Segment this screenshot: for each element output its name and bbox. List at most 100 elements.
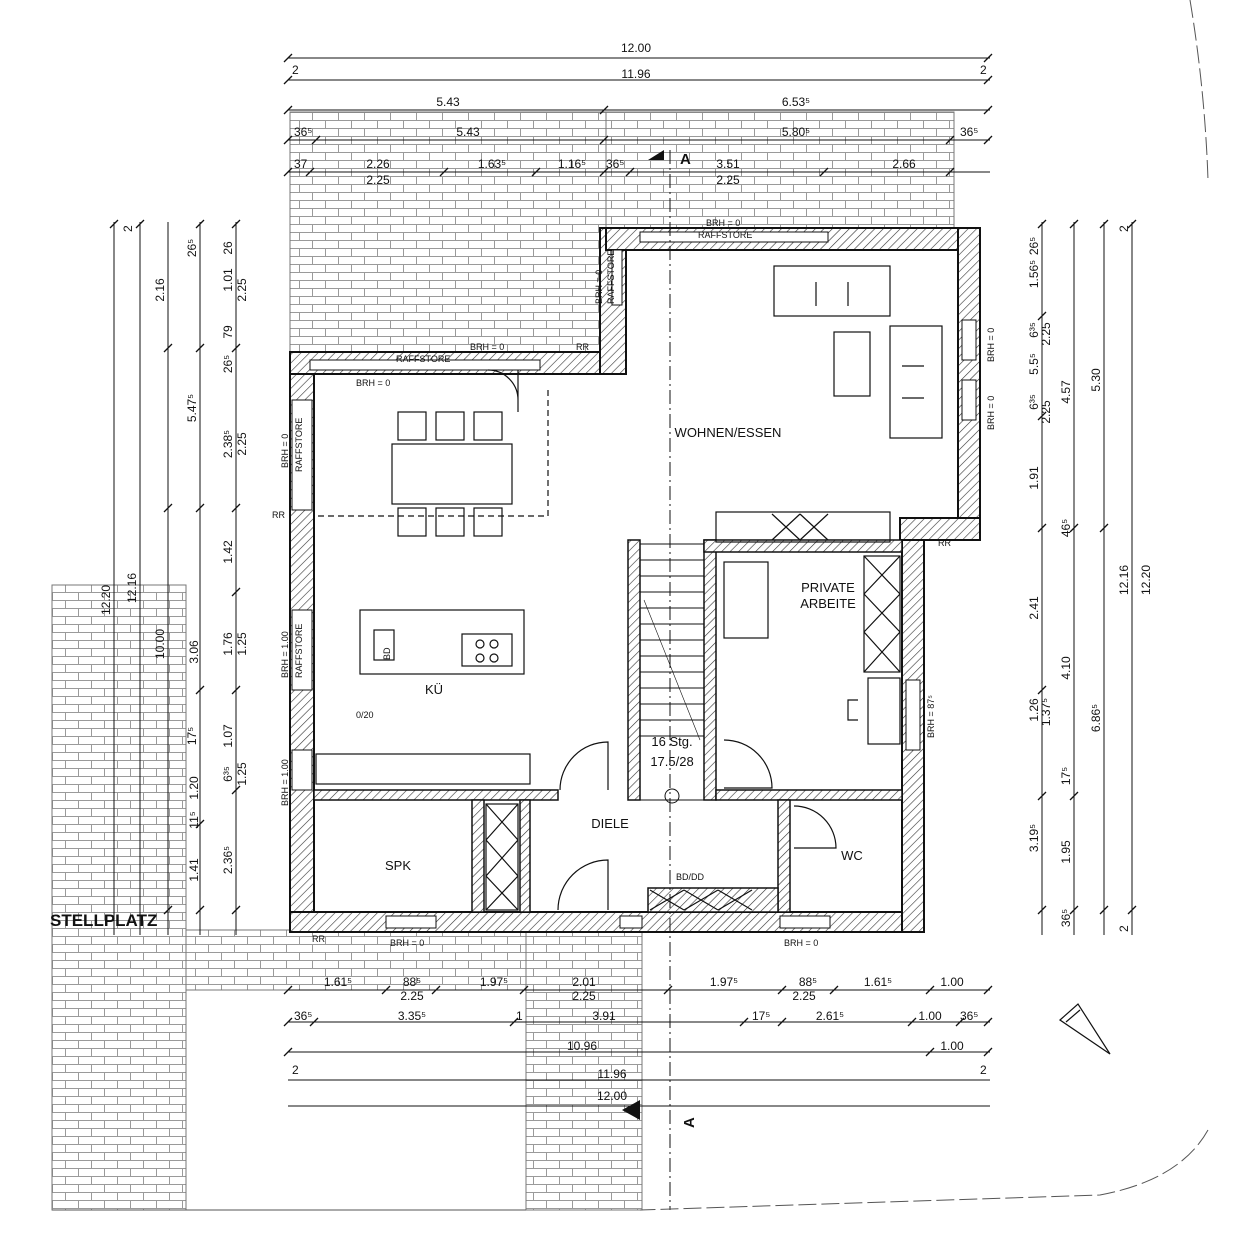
dim-value: 2.25 bbox=[235, 278, 249, 302]
dim-edge: 2 bbox=[1117, 925, 1131, 932]
dim-value: 12.20 bbox=[1139, 565, 1153, 595]
dim-value: 2.36⁵ bbox=[221, 846, 235, 874]
raffstore-note: RAFFSTORE bbox=[294, 624, 304, 678]
dim-value: 5.5⁵ bbox=[1027, 353, 1041, 375]
dim-value: 12.20 bbox=[99, 585, 113, 615]
window-notes: BRH = 0 RAFFSTORE RAFFSTORE BRH = 0 BRH … bbox=[272, 218, 996, 948]
office-furniture bbox=[723, 555, 901, 745]
dim-value: 2.01 bbox=[572, 975, 596, 989]
dim-value: 2.25 bbox=[400, 989, 424, 1003]
room-label-wohnen-essen: WOHNEN/ESSEN bbox=[675, 425, 782, 440]
brh-note: BRH = 0 bbox=[784, 938, 818, 948]
raffstore-note: RAFFSTORE bbox=[698, 230, 752, 240]
dim-value: 2.41 bbox=[1027, 596, 1041, 620]
chair bbox=[473, 507, 503, 537]
dim-value: 1.97⁵ bbox=[480, 975, 508, 989]
dim-value: 10.96 bbox=[567, 1039, 597, 1053]
raffstore-note: RAFFSTORE bbox=[396, 354, 450, 364]
dim-value: 4.57 bbox=[1059, 380, 1073, 404]
dim-value: 5.47⁵ bbox=[185, 394, 199, 422]
burner bbox=[489, 653, 499, 663]
dim-value: 2.25 bbox=[366, 173, 390, 187]
dim-value: 2.66 bbox=[892, 157, 916, 171]
dim-value: 2.25 bbox=[1039, 322, 1053, 346]
dim-value: 6³⁵ bbox=[1027, 394, 1041, 410]
brh-note: BRH = 0 bbox=[470, 342, 504, 352]
dim-value: 46⁵ bbox=[1059, 519, 1073, 537]
raffstore-note: RAFFSTORE bbox=[606, 250, 616, 304]
windows bbox=[291, 231, 977, 929]
dims-top: 12.00 11.96 2 2 5.43 6.53⁵ 36⁵ 5.43 5.80… bbox=[292, 41, 987, 187]
dim-value: 1.97⁵ bbox=[710, 975, 738, 989]
sofa bbox=[773, 265, 891, 317]
kitchen-furniture bbox=[315, 609, 531, 785]
dim-value: 10.00 bbox=[153, 629, 167, 659]
brh-note: BRH = 0 bbox=[706, 218, 740, 228]
dim-value: 79 bbox=[221, 325, 235, 339]
dim-value: 26⁵ bbox=[1027, 237, 1041, 255]
dining-table bbox=[391, 443, 513, 505]
dim-value: 1.95 bbox=[1059, 840, 1073, 864]
dim-value: 1.00 bbox=[940, 975, 964, 989]
dim-value: 3.91 bbox=[592, 1009, 616, 1023]
burner bbox=[475, 653, 485, 663]
brh-note: BRH = 0 bbox=[390, 938, 424, 948]
brh-note: BRH = 0 bbox=[356, 378, 390, 388]
dim-value: 1.00 bbox=[940, 1039, 964, 1053]
dim-value: 36⁵ bbox=[294, 125, 312, 139]
chair bbox=[397, 411, 427, 441]
dim-value: 2.38⁵ bbox=[221, 430, 235, 458]
terrace-paving bbox=[289, 111, 955, 353]
rr-note: RR bbox=[312, 934, 325, 944]
dim-value: 5.80⁵ bbox=[782, 125, 810, 139]
dim-value: 1.91 bbox=[1027, 466, 1041, 490]
dim-edge: 2 bbox=[292, 1063, 299, 1077]
room-label-spk: SPK bbox=[385, 858, 411, 873]
stellplatz-paving bbox=[51, 584, 643, 1211]
interior-walls bbox=[313, 539, 903, 913]
dim-value: 2.16 bbox=[153, 278, 167, 302]
living-furniture bbox=[715, 265, 943, 543]
dim-value: 1.26 bbox=[1027, 698, 1041, 722]
dim-value: 36⁵ bbox=[606, 157, 624, 171]
coffee-table bbox=[833, 331, 871, 397]
dim-value: 1.63⁵ bbox=[478, 157, 506, 171]
dim-value: 2.26 bbox=[366, 157, 390, 171]
brh-note: BRH = 1.00 bbox=[280, 631, 290, 678]
dim-value: 88⁵ bbox=[799, 975, 817, 989]
dim-value: 1.25 bbox=[235, 762, 249, 786]
brh-note: BRH = 0 bbox=[986, 396, 996, 430]
rr-note: RR bbox=[272, 510, 285, 520]
room-label-private: PRIVATE bbox=[801, 580, 855, 595]
dim-value: 1.00 bbox=[918, 1009, 942, 1023]
chair bbox=[435, 411, 465, 441]
stairs-ratio: 17.5/28 bbox=[650, 754, 693, 769]
dim-value: 12.16 bbox=[125, 573, 139, 603]
dim-inner-width: 11.96 bbox=[621, 67, 650, 81]
dimension-lines bbox=[113, 57, 1133, 1107]
dim-value: 6³⁵ bbox=[1027, 322, 1041, 338]
dim-edge: 2 bbox=[121, 225, 135, 232]
wardrobe bbox=[485, 803, 519, 911]
dim-left-span: 5.43 bbox=[436, 95, 460, 109]
dim-value: 11⁵ bbox=[187, 811, 201, 828]
dim-value: 1.20 bbox=[187, 776, 201, 800]
rr-note: RR bbox=[938, 538, 951, 548]
dim-value: 2.25 bbox=[716, 173, 740, 187]
raffstore-note: RAFFSTORE bbox=[294, 418, 304, 472]
shelf bbox=[863, 555, 901, 673]
dim-value: 1.07 bbox=[221, 724, 235, 748]
dim-value: 5.30 bbox=[1089, 368, 1103, 392]
dim-value: 1.56⁵ bbox=[1027, 260, 1041, 288]
dim-value: 1.37⁵ bbox=[1039, 698, 1053, 726]
dim-value: 2.25 bbox=[1039, 400, 1053, 424]
dining-furniture bbox=[318, 369, 549, 537]
chair bbox=[473, 411, 503, 441]
dim-value: 17⁵ bbox=[185, 727, 199, 745]
office-sofa bbox=[723, 561, 769, 639]
kitchen-note: 0/20 bbox=[356, 710, 374, 720]
dims-left: 12.20 12.16 2 2.16 5.47⁵ 10.00 26⁵ 79 26… bbox=[99, 225, 249, 882]
dim-value: 36⁵ bbox=[294, 1009, 312, 1023]
room-label-wc: WC bbox=[841, 848, 863, 863]
dim-value: 2.25 bbox=[235, 432, 249, 456]
